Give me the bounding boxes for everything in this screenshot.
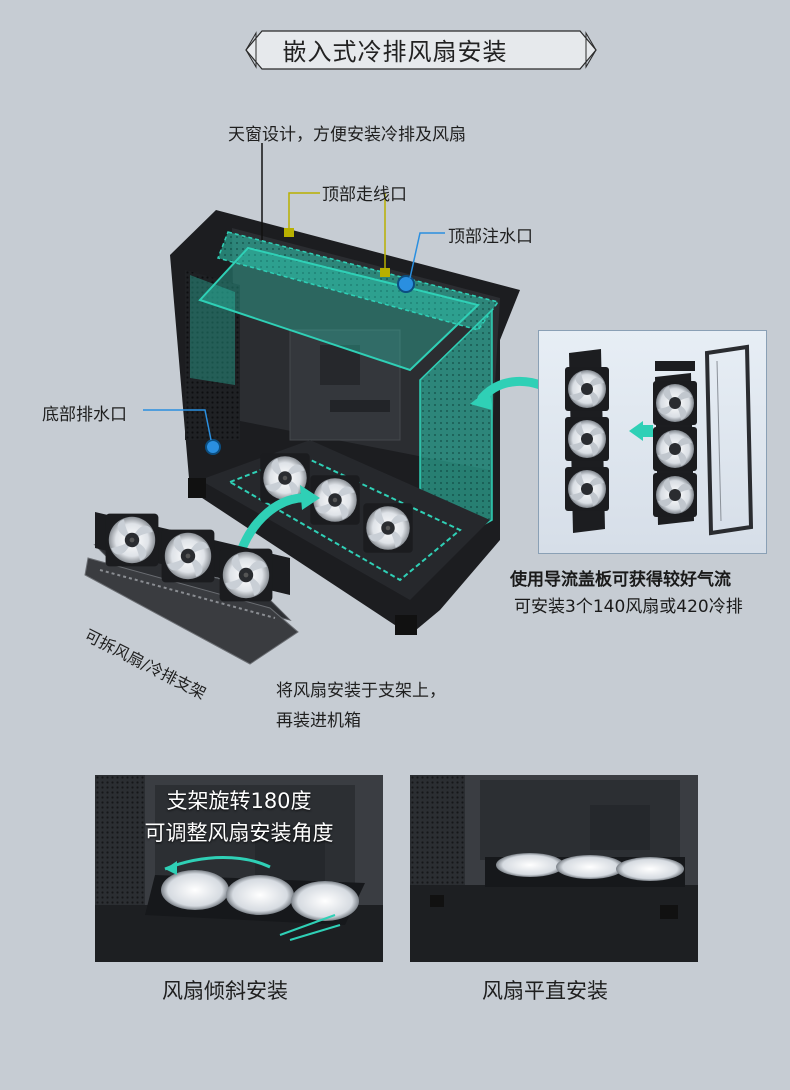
airflow-cover-inset — [538, 330, 767, 554]
callout-top-cable-port: 顶部走线口 — [322, 185, 407, 205]
mount-instruction-line-1: 将风扇安装于支架上， — [276, 681, 446, 701]
inset-caption: 可安装3个140风扇或420冷排 — [514, 597, 743, 617]
page-title: 嵌入式冷排风扇安装 — [282, 38, 508, 66]
flat-install-scene — [410, 775, 698, 962]
callout-bottom-drain-port: 底部排水口 — [42, 405, 127, 425]
title-banner: 嵌入式冷排风扇安装 — [0, 28, 790, 72]
mount-instruction-line-2: 再装进机箱 — [276, 711, 361, 731]
tilted-install-scene — [95, 775, 383, 962]
callout-skylight: 天窗设计，方便安装冷排及风扇 — [228, 125, 466, 145]
banner-frame — [245, 30, 597, 70]
inset-caption-bold: 使用导流盖板可获得较好气流 — [510, 570, 731, 590]
callout-top-fill-port: 顶部注水口 — [448, 227, 533, 247]
fan-assembly-diagram — [565, 344, 754, 536]
photo-tilted-install: 支架旋转180度 可调整风扇安装角度 — [95, 775, 383, 962]
tilted-overlay-line-1: 支架旋转180度 — [166, 789, 312, 813]
tilted-overlay-line-2: 可调整风扇安装角度 — [144, 821, 334, 845]
caption-tilted-install: 风扇倾斜安装 — [162, 979, 288, 1003]
caption-flat-install: 风扇平直安装 — [482, 979, 608, 1003]
photo-flat-install — [410, 775, 698, 962]
mount-instruction: 将风扇安装于支架上， 再装进机箱 — [276, 676, 446, 736]
top-cable-port-marker — [284, 228, 294, 237]
